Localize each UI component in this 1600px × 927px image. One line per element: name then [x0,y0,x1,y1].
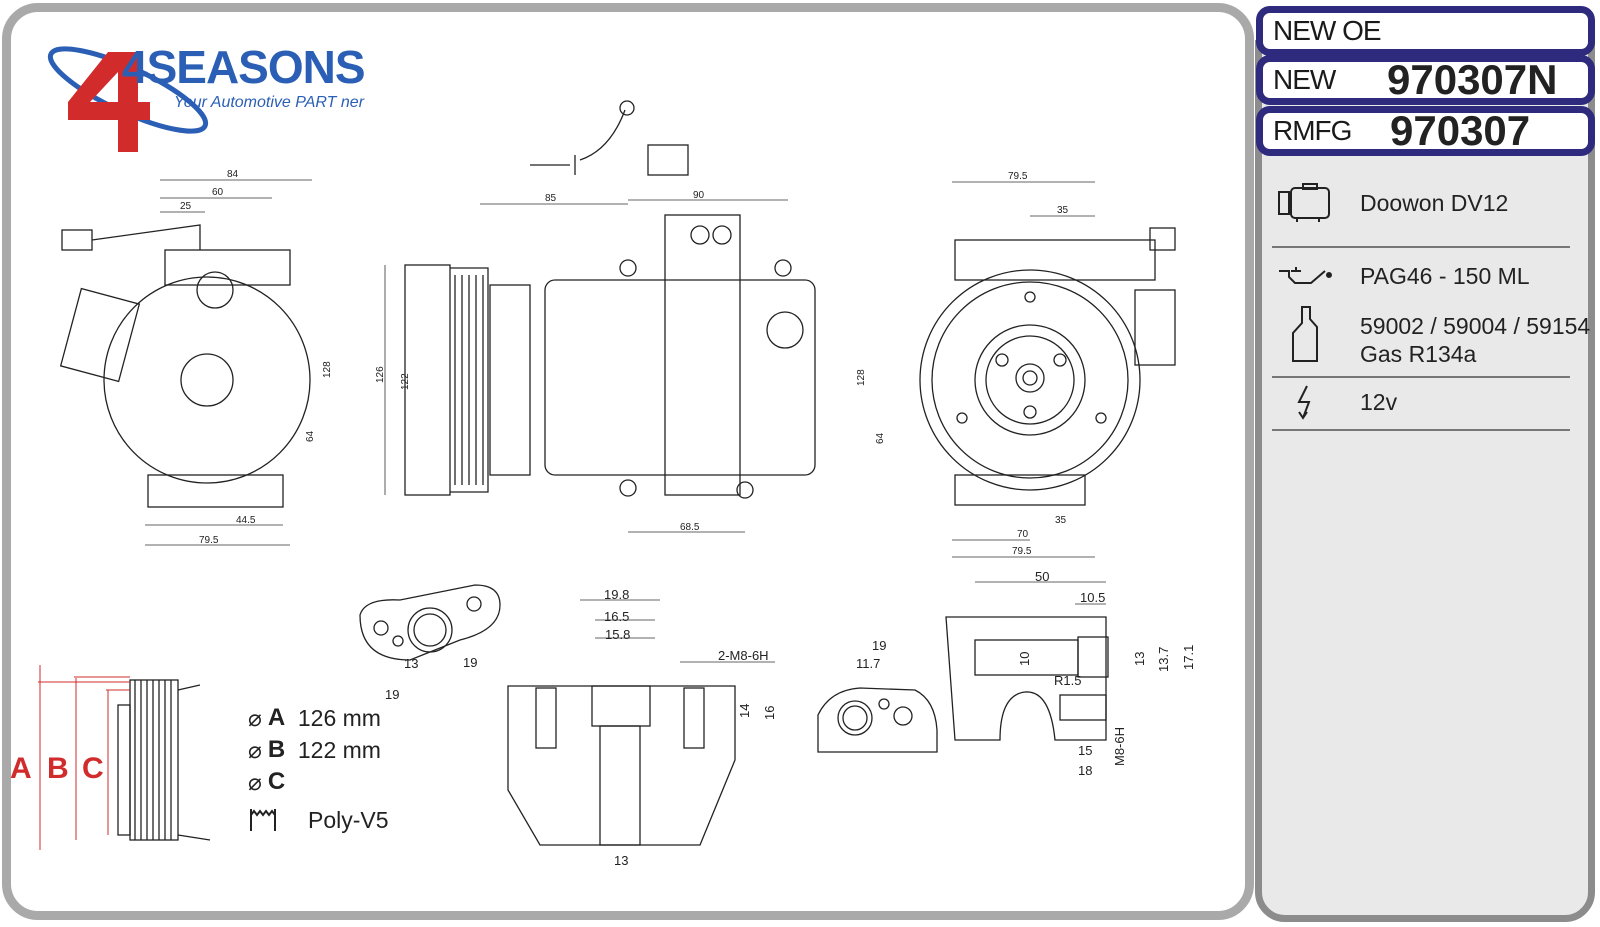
spec-voltage: 12v [1270,384,1397,420]
diameter-b-value: 122 mm [297,737,381,763]
dim-label: 126 [375,366,386,383]
diameter-icon: ⌀ [248,705,262,731]
spec-panel [1255,40,1595,922]
dim-label: 16 [762,705,777,720]
dimension-lines [145,179,1106,663]
dim-label: 122 [400,373,411,390]
dim-label: 16.5 [604,609,630,624]
diameter-c-row: ⌀C [248,768,298,796]
dim-label: 10.5 [1080,590,1106,605]
rmfg-label: RMFG [1273,115,1352,146]
dim-label: 79.5 [1008,171,1028,182]
compressor-side-view [404,100,816,499]
dim-label: 50 [1035,569,1050,584]
dim-label: 84 [227,169,239,180]
dim-label: 13 [614,853,629,868]
dim-label: 85 [545,193,557,204]
divider [1272,376,1570,378]
compressor-front-view [919,227,1176,506]
oil-part-numbers: 59002 / 59004 / 59154 [1360,313,1591,339]
dim-label: 18 [1078,763,1093,778]
belt-type: Poly-V5 [308,807,389,833]
dim-label: 13.7 [1156,646,1171,672]
dim-label: 11.7 [856,656,881,671]
dim-label: 128 [322,361,333,378]
dim-label: 44.5 [236,515,256,526]
technical-drawings [38,100,1176,850]
new-part-box: NEW 970307N [1256,55,1595,105]
oil-spec: PAG46 - 150 ML [1360,263,1530,289]
dim-label: 60 [212,187,224,198]
divider [1272,246,1570,248]
dim-label: 19.8 [604,587,630,602]
spec-compressor: Doowon DV12 [1270,182,1508,224]
poly-v-belt-icon [250,809,276,831]
dim-label: 13 [404,656,419,671]
dim-label: 35 [1055,515,1067,526]
dim-label: 10 [1017,651,1032,666]
new-part-number: 970307N [1387,56,1558,103]
dim-label: 19 [872,638,887,653]
dim-label: 64 [305,430,316,442]
oil-can-icon [1279,267,1332,284]
dim-label: 70 [1017,529,1029,540]
dim-label: 64 [875,432,886,444]
dim-label: 17.1 [1181,644,1196,670]
dim-label: 79.5 [1012,546,1032,557]
diameter-a-label: A [267,704,286,731]
compressor-icon [1278,183,1330,222]
port-section-view [507,685,736,846]
dim-label: 15.8 [605,627,631,642]
dim-label: 90 [693,190,705,201]
diameter-a-value: 126 mm [297,705,381,731]
pulley-letter-a: A [10,752,32,785]
dim-label: 13 [1132,651,1147,666]
brand-wordmark: 4SEASONS [122,41,366,93]
dim-label: 15 [1078,743,1093,758]
belt-row: Poly-V5 [248,806,389,834]
spec-oil: PAG46 - 150 ML [1270,262,1530,290]
dim-label: 35 [1057,205,1069,216]
pulley-letter-c: C [82,752,104,785]
flange-block-view [817,687,938,753]
pulley-letter-b: B [47,752,69,785]
dim-label: 68.5 [680,522,700,533]
new-oe-label: NEW OE [1273,15,1382,46]
block-section-view [945,616,1109,741]
diameter-icon: ⌀ [248,737,262,763]
lightning-icon [1297,385,1311,420]
rmfg-part-number: 970307 [1390,107,1531,154]
voltage: 12v [1360,389,1398,415]
dim-label: R1.5 [1054,673,1082,688]
new-label: NEW [1273,64,1336,95]
dim-label: 128 [856,369,867,386]
divider [1272,429,1570,431]
compressor-model: Doowon DV12 [1360,190,1509,216]
dim-label: 79.5 [199,535,219,546]
dim-label: 25 [180,201,192,212]
dim-label: M8-6H [1112,726,1127,766]
new-oe-box: NEW OE [1256,6,1595,56]
rmfg-part-box: RMFG 970307 [1256,106,1595,156]
dim-label: 14 [737,703,752,718]
drawing-frame [2,3,1254,920]
pulley-diameter-lines [38,665,130,850]
dim-label: 19 [385,687,400,702]
diameter-icon: ⌀ [248,769,262,795]
pulley-detail-view [117,679,211,841]
diameter-a-row: ⌀A 126 mm [248,704,381,732]
logo [38,40,398,160]
diameter-b-label: B [267,736,286,763]
oil-bottle-icon [1292,306,1318,362]
gas-type: Gas R134a [1360,341,1477,367]
compressor-rear-view [59,224,311,508]
flange-plate-view [359,584,501,661]
dim-label: 2-M8-6H [718,648,769,663]
brand-tagline: Your Automotive PART ner [174,94,365,111]
dim-label: 19 [463,655,478,670]
diameter-c-label: C [267,768,286,795]
diameter-b-row: ⌀B 122 mm [248,736,381,764]
